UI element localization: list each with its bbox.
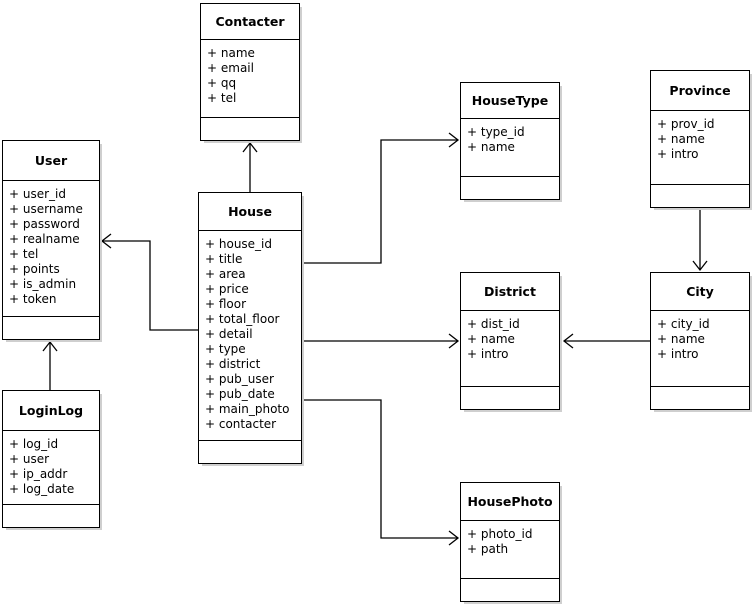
operation-compartment-house [199,441,301,463]
attribute-row: + dist_id [467,317,520,331]
class-name-province: Province [651,71,749,111]
attribute-row: + intro [657,347,699,361]
operation-compartment-housephoto [461,579,559,601]
uml-class-housephoto[interactable]: HousePhoto+ photo_id+ path [460,482,560,602]
attribute-compartment-province: + prov_id+ name+ intro [651,111,749,185]
attribute-row: + realname [9,232,80,246]
uml-class-house[interactable]: House+ house_id+ title+ area+ price+ flo… [198,192,302,464]
operation-compartment-contacter [201,118,299,140]
attribute-row: + pub_date [205,387,275,401]
connector-house-to-user [100,233,198,331]
operation-compartment-district [461,387,559,409]
arrowhead-house-to-housephoto [448,530,460,546]
arrowhead-loginlog-to-user [42,340,58,352]
attribute-row: + type_id [467,125,525,139]
uml-class-district[interactable]: District+ dist_id+ name+ intro [460,272,560,410]
attribute-row: + area [205,267,246,281]
attribute-row: + path [467,542,509,556]
arrowhead-house-to-housetype [448,132,460,148]
attribute-row: + intro [467,347,509,361]
attribute-compartment-house: + house_id+ title+ area+ price+ floor+ t… [199,231,301,441]
class-name-housephoto: HousePhoto [461,483,559,521]
attribute-row: + tel [9,247,39,261]
arrowhead-house-to-contacter [242,141,258,153]
attribute-compartment-district: + dist_id+ name+ intro [461,311,559,387]
connector-province-to-city [692,208,708,272]
operation-compartment-loginlog [3,505,99,527]
attribute-row: + qq [207,76,237,90]
operation-compartment-housetype [461,177,559,199]
class-name-contacter: Contacter [201,4,299,40]
attribute-compartment-loginlog: + log_id+ user+ ip_addr+ log_date [3,431,99,505]
attribute-row: + name [657,332,705,346]
uml-class-province[interactable]: Province+ prov_id+ name+ intro [650,70,750,208]
connector-house-to-housephoto [302,399,460,546]
attribute-row: + floor [205,297,247,311]
attribute-row: + name [207,46,255,60]
attribute-row: + title [205,252,243,266]
connector-city-to-district [562,333,650,349]
attribute-row: + is_admin [9,277,77,291]
attribute-row: + main_photo [205,402,290,416]
attribute-row: + photo_id [467,527,533,541]
attribute-row: + ip_addr [9,467,68,481]
uml-class-housetype[interactable]: HouseType+ type_id+ name [460,82,560,200]
attribute-row: + name [467,332,515,346]
attribute-row: + detail [205,327,253,341]
attribute-row: + tel [207,91,237,105]
operation-compartment-user [3,317,99,339]
operation-compartment-province [651,185,749,207]
attribute-row: + pub_user [205,372,274,386]
uml-class-contacter[interactable]: Contacter+ name+ email+ qq+ tel [200,3,300,141]
attribute-compartment-contacter: + name+ email+ qq+ tel [201,40,299,118]
arrowhead-province-to-city [692,260,708,272]
attribute-compartment-city: + city_id+ name+ intro [651,311,749,387]
class-name-house: House [199,193,301,231]
attribute-row: + prov_id [657,117,715,131]
attribute-row: + points [9,262,60,276]
attribute-row: + log_id [9,437,59,451]
attribute-row: + district [205,357,261,371]
operation-compartment-city [651,387,749,409]
uml-class-city[interactable]: City+ city_id+ name+ intro [650,272,750,410]
uml-class-user[interactable]: User+ user_id+ username+ password+ realn… [2,140,100,340]
uml-class-loginlog[interactable]: LoginLog+ log_id+ user+ ip_addr+ log_dat… [2,390,100,528]
attribute-row: + password [9,217,80,231]
connector-house-to-housetype [302,132,460,264]
attribute-row: + username [9,202,83,216]
attribute-row: + log_date [9,482,75,496]
connector-house-to-contacter [242,141,258,192]
attribute-compartment-housetype: + type_id+ name [461,119,559,177]
attribute-row: + total_floor [205,312,280,326]
attribute-row: + contacter [205,417,277,431]
class-name-user: User [3,141,99,181]
attribute-row: + email [207,61,254,75]
attribute-row: + name [467,140,515,154]
attribute-row: + token [9,292,57,306]
class-name-loginlog: LoginLog [3,391,99,431]
class-name-city: City [651,273,749,311]
arrowhead-city-to-district [562,333,574,349]
class-name-housetype: HouseType [461,83,559,119]
attribute-row: + city_id [657,317,710,331]
connector-loginlog-to-user [42,340,58,390]
arrowhead-house-to-user [100,233,112,249]
attribute-row: + intro [657,147,699,161]
arrowhead-house-to-district [448,333,460,349]
attribute-row: + name [657,132,705,146]
attribute-row: + house_id [205,237,273,251]
attribute-compartment-housephoto: + photo_id+ path [461,521,559,579]
attribute-row: + user_id [9,187,66,201]
class-name-district: District [461,273,559,311]
connector-house-to-district [302,333,460,349]
attribute-row: + user [9,452,50,466]
attribute-compartment-user: + user_id+ username+ password+ realname+… [3,181,99,317]
attribute-row: + type [205,342,246,356]
attribute-row: + price [205,282,249,296]
